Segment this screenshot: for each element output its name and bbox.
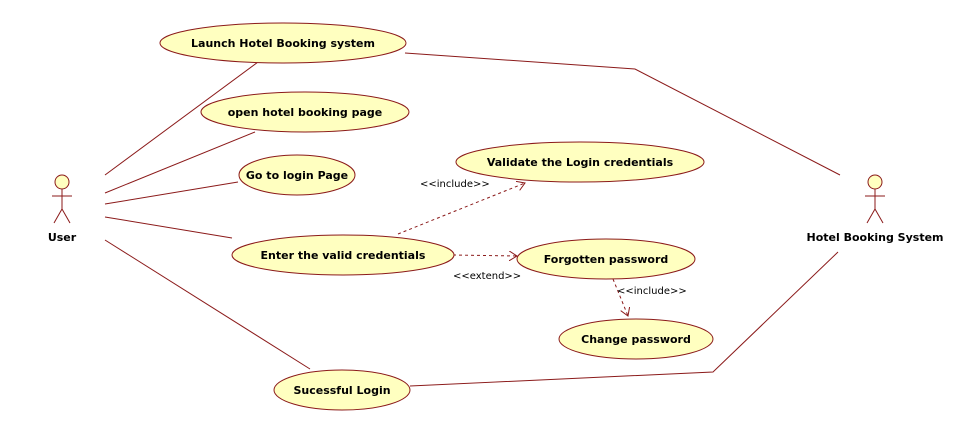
assoc-success-system	[409, 251, 839, 387]
use-case-login-page[interactable]: Go to login Page	[238, 154, 356, 196]
actor-system-label: Hotel Booking System	[806, 231, 943, 244]
actor-user-leg-left	[53, 208, 63, 224]
use-case-label: Sucessful Login	[293, 384, 390, 397]
use-case-label: Validate the Login credentials	[487, 156, 674, 169]
actor-user[interactable]	[52, 174, 72, 224]
assoc-user-login-page	[104, 181, 239, 205]
use-case-launch[interactable]: Launch Hotel Booking system	[159, 22, 407, 64]
stereotype-extend: <<extend>>	[453, 271, 521, 282]
actor-system-leg-left	[866, 208, 876, 224]
assoc-user-success	[104, 239, 311, 370]
use-case-label: Change password	[581, 333, 691, 346]
assoc-user-launch	[104, 61, 259, 176]
actor-system-leg-right	[874, 208, 884, 224]
actor-user-label: User	[48, 231, 77, 244]
use-case-label: Go to login Page	[246, 169, 348, 182]
use-case-label: Enter the valid credentials	[261, 249, 426, 262]
actor-user-head	[54, 174, 70, 190]
include-arrow-validate	[397, 183, 525, 235]
use-case-validate[interactable]: Validate the Login credentials	[455, 141, 705, 183]
stereotype-include-2: <<include>>	[617, 286, 687, 297]
system-associations	[404, 52, 841, 387]
use-case-open-page[interactable]: open hotel booking page	[200, 91, 410, 133]
extend-arrow-forgotten	[452, 255, 517, 256]
assoc-user-open	[104, 131, 256, 194]
include-arrow-change	[612, 278, 628, 316]
assoc-user-enter	[104, 216, 233, 239]
assoc-launch-system	[404, 52, 841, 176]
use-case-successful-login[interactable]: Sucessful Login	[273, 369, 411, 411]
use-case-label: open hotel booking page	[228, 106, 383, 119]
user-associations	[104, 61, 311, 370]
stereotype-include-1: <<include>>	[420, 179, 490, 190]
actor-user-leg-right	[61, 208, 71, 224]
use-case-label: Forgotten password	[544, 253, 669, 266]
use-case-forgotten[interactable]: Forgotten password	[516, 238, 696, 280]
use-case-change-password[interactable]: Change password	[558, 318, 714, 360]
use-case-label: Launch Hotel Booking system	[191, 37, 375, 50]
use-case-enter-credentials[interactable]: Enter the valid credentials	[231, 234, 455, 276]
actor-system-head	[867, 174, 883, 190]
actor-hotel-booking-system[interactable]	[865, 174, 885, 224]
dependencies	[397, 183, 628, 316]
